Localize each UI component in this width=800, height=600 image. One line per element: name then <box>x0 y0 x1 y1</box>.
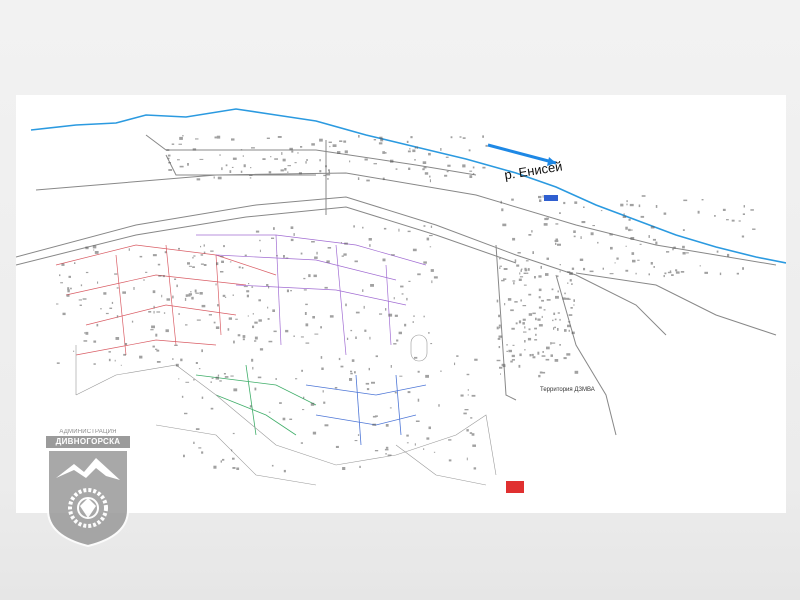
river-bank <box>30 108 786 264</box>
map-canvas <box>16 108 786 493</box>
city-map: р. Енисей Территория ДЗМВА <box>16 95 786 513</box>
district-outline <box>75 334 497 486</box>
main-roads <box>16 134 777 436</box>
coat-of-arms: АДМИНИСТРАЦИЯ ГОРОДА ДИВНОГОРСКА <box>46 428 130 548</box>
district-west <box>55 244 277 356</box>
building-blocks <box>56 135 756 473</box>
blue-marker <box>544 195 558 201</box>
district-center <box>196 234 427 356</box>
coat-city-name: ДИВНОГОРСКА <box>46 436 130 448</box>
district-south-green <box>195 364 317 436</box>
district-south-blue <box>305 374 427 446</box>
river-flow-arrow-icon <box>487 143 557 166</box>
red-marker <box>506 481 524 493</box>
territory-label: Территория ДЗМВА <box>540 387 595 393</box>
coat-of-arms-mountains-gear-icon <box>47 449 129 548</box>
